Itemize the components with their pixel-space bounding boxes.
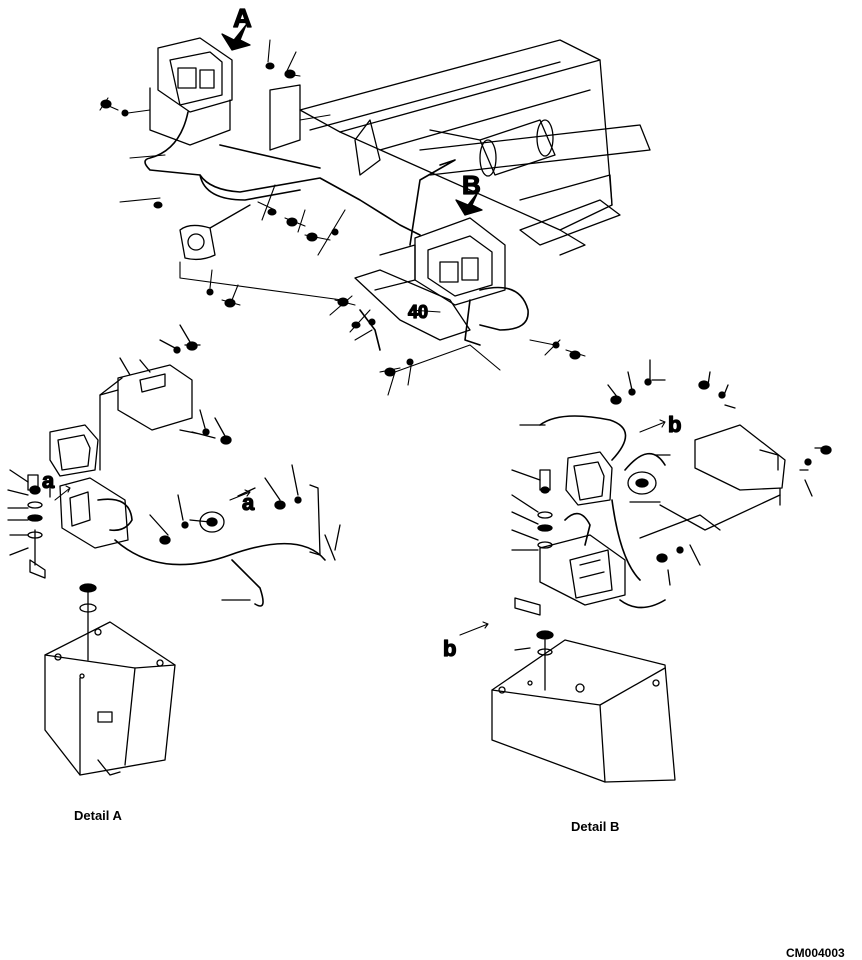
detail-b-caption: Detail B <box>571 819 620 834</box>
lamp-a-housing <box>149 37 233 146</box>
detail-a-assembly <box>7 324 341 776</box>
wiring-harness-main <box>144 111 529 351</box>
detail-b-lamp <box>565 451 613 506</box>
callout-connect-a-1: a <box>42 468 55 493</box>
callout-view-a: A <box>233 3 252 33</box>
view-b-arrow <box>455 191 483 216</box>
connection-arrows <box>54 419 666 636</box>
detail-b-assembly <box>491 359 832 783</box>
lamp-b-housing <box>374 217 506 306</box>
detail-a-caption: Detail A <box>74 808 122 823</box>
detail-b-grommet <box>627 471 657 495</box>
drawing-code: CM004003 <box>786 946 845 960</box>
callout-connect-a-2: a <box>242 490 255 515</box>
detail-b-base-box <box>491 639 676 783</box>
detail-a-grommet <box>199 511 225 533</box>
detail-a-lamp <box>49 424 99 477</box>
hydraulic-cylinder <box>429 119 556 177</box>
callout-view-b: B <box>462 170 481 200</box>
callout-connect-b-2: b <box>443 636 456 661</box>
main-fasteners <box>99 39 586 396</box>
callout-ref-40: 40 <box>408 302 428 322</box>
lamp-b-bracket <box>354 269 471 341</box>
spring-hanger <box>179 204 251 261</box>
view-a-arrow <box>221 24 251 51</box>
callout-connect-b-1: b <box>668 412 681 437</box>
detail-a-base-box <box>44 621 176 776</box>
frame-assembly <box>179 39 651 261</box>
